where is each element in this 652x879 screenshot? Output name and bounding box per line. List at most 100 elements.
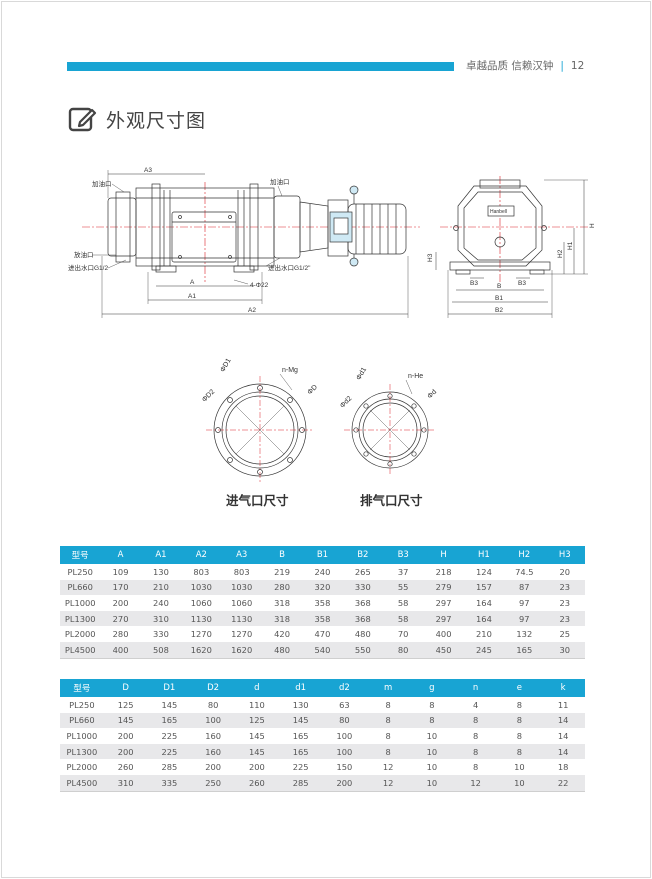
model-cell: PL4500 <box>60 774 104 792</box>
model-cell: PL2000 <box>64 629 96 640</box>
table-cell: 8 <box>429 699 435 710</box>
table-cell: 1060 <box>190 597 212 608</box>
table-cell: 109 <box>112 566 129 577</box>
table-cell: 400 <box>435 629 452 640</box>
column-header: B2 <box>342 546 383 564</box>
column-header: A3 <box>221 546 262 564</box>
column-header: d1 <box>278 679 323 697</box>
table-cell: 97 <box>504 610 545 627</box>
header-separator: | <box>560 60 564 72</box>
column-header: H3 <box>544 546 585 564</box>
table-cell: 310 <box>140 610 182 627</box>
table-cell: 200 <box>103 743 148 760</box>
table-cell: 279 <box>423 579 464 596</box>
model-cell: PL1000 <box>64 597 96 608</box>
table-cell: 420 <box>274 629 290 640</box>
table-cell: 124 <box>476 566 492 577</box>
table-cell: 22 <box>541 774 585 792</box>
table-cell: 63 <box>339 699 350 710</box>
table-cell: 330 <box>153 629 169 640</box>
table-cell: 165 <box>278 743 323 760</box>
table-cell: 10 <box>410 774 454 792</box>
table-cell: 1620 <box>181 641 222 659</box>
model-cell: PL250 <box>67 566 93 577</box>
table-cell: 285 <box>161 762 178 773</box>
table-cell: 1130 <box>181 610 222 627</box>
table-cell: 145 <box>248 730 265 741</box>
header-accent-bar <box>67 62 454 71</box>
label-water-inout-left: 进出水口G1/2 <box>68 263 108 272</box>
table-cell: 310 <box>103 774 148 792</box>
table-cell: 12 <box>382 762 394 773</box>
table-cell: 11 <box>557 699 569 710</box>
table-cell: 23 <box>544 610 585 627</box>
section-title: 外观尺寸图 <box>106 109 207 132</box>
table-cell: 30 <box>544 641 585 659</box>
table-cell: 12 <box>366 774 410 792</box>
table-cell: 1270 <box>231 629 253 640</box>
table-cell: 1620 <box>221 641 262 659</box>
table-cell: 803 <box>193 566 210 577</box>
column-header: A2 <box>181 546 222 564</box>
table-cell: 20 <box>559 566 571 577</box>
dim-H1: H1 <box>567 241 574 250</box>
table-cell: 100 <box>191 712 235 729</box>
table-cell: 200 <box>117 730 134 741</box>
table-cell: 450 <box>423 641 464 659</box>
table-cell: 1270 <box>190 629 212 640</box>
model-cell: PL660 <box>60 579 101 596</box>
table-cell: 165 <box>504 641 545 659</box>
table-cell: 368 <box>342 610 383 627</box>
table-cell: 80 <box>322 712 367 729</box>
table-cell: 10 <box>426 762 438 773</box>
table-cell: 250 <box>191 774 235 792</box>
label-oil-fill-right: 加油口 <box>270 177 290 186</box>
table-cell: 8 <box>453 712 498 729</box>
table-cell: 18 <box>557 762 569 773</box>
table-cell: 130 <box>292 699 309 710</box>
table-cell: 25 <box>559 629 571 640</box>
column-header: H2 <box>504 546 545 564</box>
table-cell: 260 <box>117 762 134 773</box>
dim-A1: A1 <box>188 293 196 300</box>
inlet-flange: ΦD1 ΦD2 ΦD n-Mg <box>201 357 319 484</box>
table-cell: 8 <box>497 743 542 760</box>
table-cell: 297 <box>423 610 464 627</box>
table-cell: 200 <box>248 762 265 773</box>
table-cell: 8 <box>366 743 410 760</box>
table-cell: 280 <box>261 579 303 596</box>
table-cell: 70 <box>397 629 409 640</box>
column-header: A1 <box>140 546 182 564</box>
outlet-caption: 排气口尺寸 <box>360 493 423 508</box>
table-cell: 37 <box>397 566 409 577</box>
table-cell: 550 <box>342 641 383 659</box>
table-cell: 165 <box>147 712 192 729</box>
table-cell: 23 <box>559 597 571 608</box>
table-cell: 150 <box>336 762 353 773</box>
table-cell: 400 <box>100 641 141 659</box>
inlet-d2-label: ΦD2 <box>201 388 216 403</box>
dim-A3: A3 <box>144 167 152 174</box>
inlet-d-label: ΦD <box>306 384 318 396</box>
outlet-d-label: Φd <box>426 389 438 401</box>
label-oil-fill-left: 加油口 <box>92 179 112 188</box>
table-cell: 540 <box>302 641 343 659</box>
table-cell: 164 <box>463 610 505 627</box>
table-cell: 10 <box>426 730 438 741</box>
table-cell: 225 <box>161 730 178 741</box>
table-cell: 87 <box>504 579 545 596</box>
table-cell: 480 <box>354 629 371 640</box>
inlet-caption: 进气口尺寸 <box>226 493 289 508</box>
outlet-d2-label: Φd2 <box>339 395 353 409</box>
table-cell: 100 <box>336 730 353 741</box>
table-cell: 97 <box>519 597 530 608</box>
table-cell: 10 <box>410 743 454 760</box>
column-header: B <box>261 546 303 564</box>
table-cell: 55 <box>383 579 424 596</box>
table-cell: 470 <box>314 629 331 640</box>
